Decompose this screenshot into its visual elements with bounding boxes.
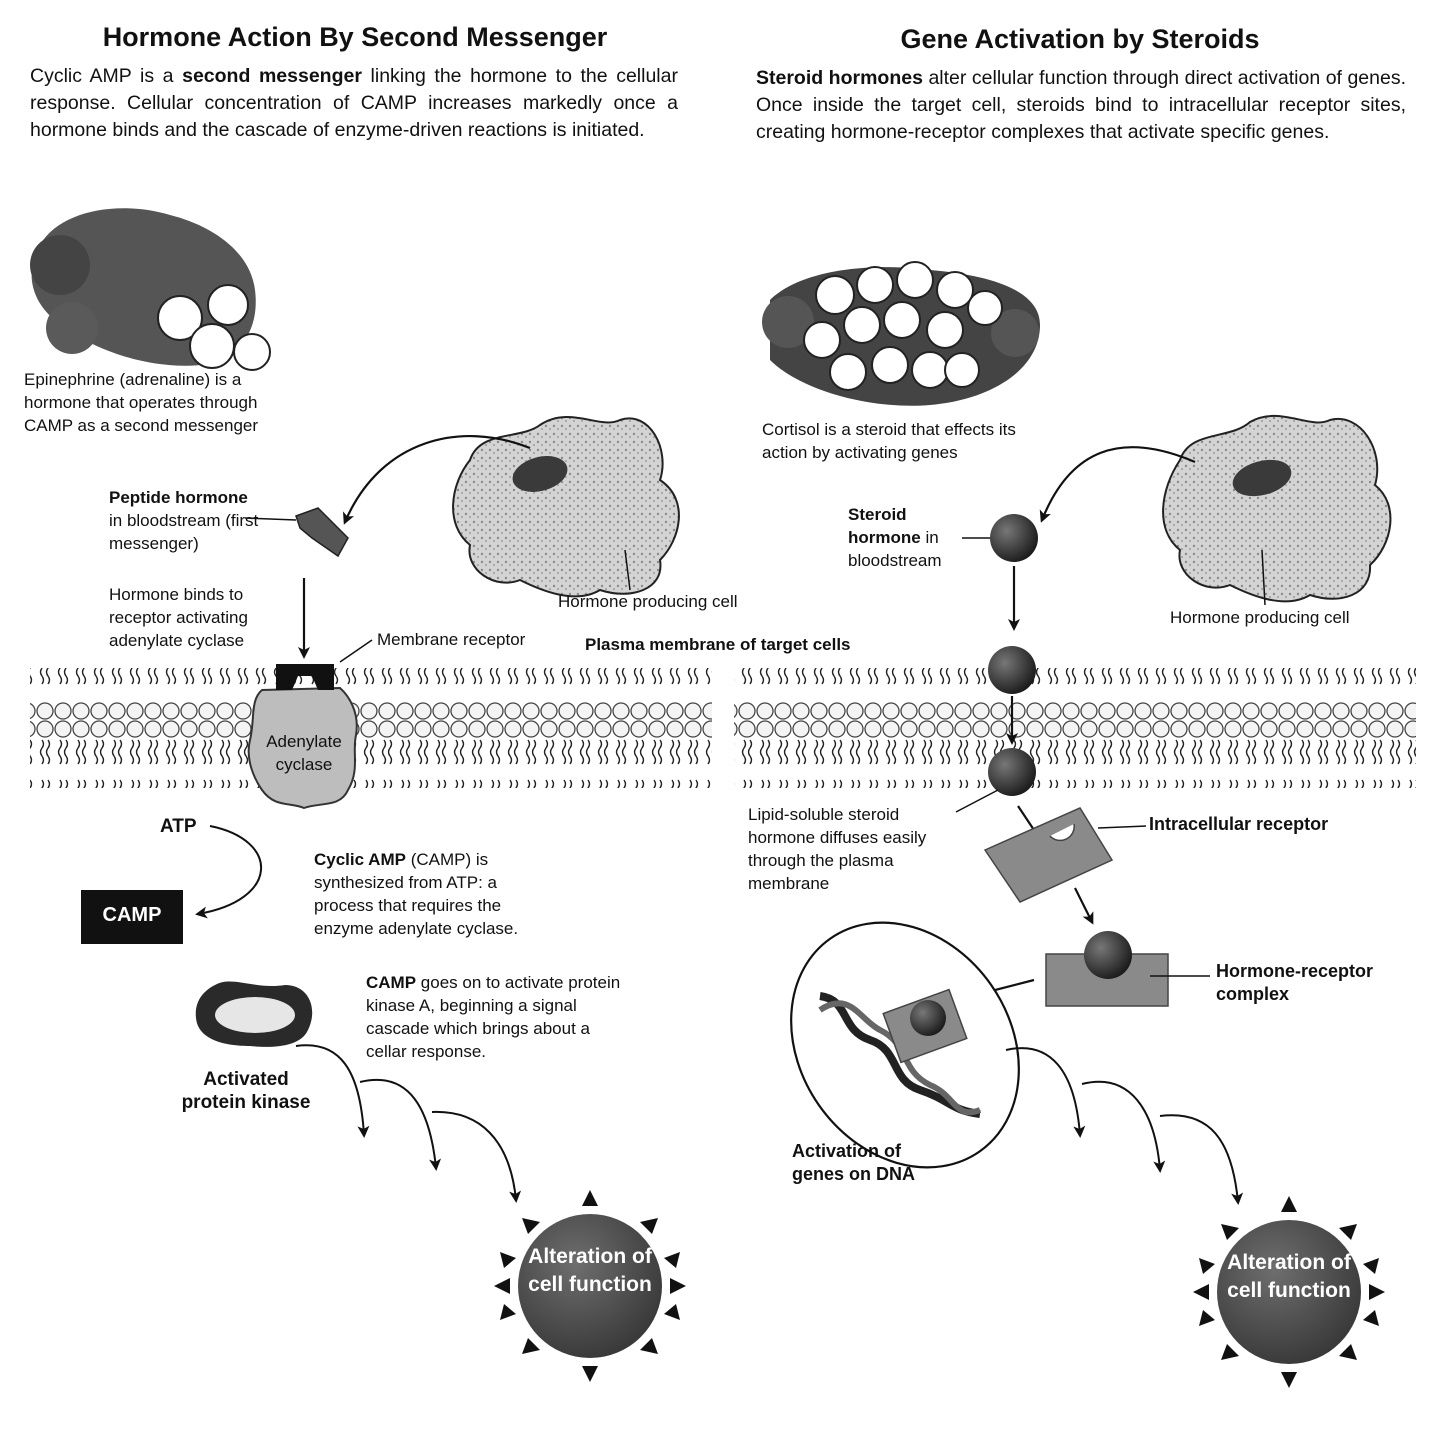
steroid-hormone-ball-3 [988, 748, 1036, 796]
left-producing-cell-label: Hormone producing cell [558, 592, 738, 611]
left-plasma-membrane [30, 668, 712, 788]
cascade-arrow-2 [359, 1079, 442, 1171]
lipid-soluble-label: Lipid-soluble steroid hormone diffuses e… [748, 805, 927, 893]
hormone-producing-cell-right-icon [1162, 414, 1392, 603]
cortisol-caption: Cortisol is a steroid that effects its a… [762, 420, 1016, 462]
adenylate-cyclase-icon [247, 686, 358, 810]
right-cascade-arrow-2 [1081, 1080, 1166, 1173]
left-intro-pre: Cyclic AMP is a [30, 65, 183, 87]
atp-to-camp-arrow [195, 825, 263, 919]
lipid-leader [955, 789, 999, 813]
right-intro: Steroid hormones alter cellular function… [756, 65, 1406, 146]
alteration-sun-left-icon [494, 1190, 686, 1382]
steroid-label: Steroid hormone in bloodstream [848, 503, 958, 572]
left-intro: Cyclic AMP is a second messenger linking… [30, 63, 678, 144]
cell-to-peptide-arrow [343, 435, 531, 525]
steroid-label-rest: in bloodstream [848, 528, 942, 570]
left-cell-leader [624, 549, 631, 591]
cell-to-steroid-arrow [1039, 446, 1196, 523]
membrane-receptor-icon [276, 664, 334, 690]
dna-nucleus-icon [790, 921, 1020, 1169]
camp-box [81, 890, 183, 944]
right-intro-post: alter cellular function through direct a… [756, 67, 1407, 143]
cyclic-amp-rest: (CAMP) is synthesized from ATP: a proces… [314, 850, 519, 938]
camp-activation-caption: CAMP goes on to activate protein kinase … [366, 971, 628, 1063]
peptide-label-bold: Peptide hormone [109, 488, 248, 507]
right-cascade-arrow-1 [1005, 1047, 1086, 1138]
right-producing-cell-label: Hormone producing cell [1170, 608, 1350, 627]
cortisol-molecule-icon [762, 261, 1040, 406]
binds-label: Hormone binds to receptor activating ade… [109, 585, 248, 650]
camp-label: CAMP [102, 904, 162, 926]
atp-label: ATP [160, 816, 197, 837]
alteration-sun-right-icon [1193, 1196, 1385, 1388]
adenylate-cyclase-label: Adenylate cyclase [266, 732, 342, 774]
right-cascade-arrow-3 [1159, 1114, 1244, 1205]
to-complex-arrow [1074, 887, 1094, 925]
peptide-leader [244, 517, 297, 521]
intracellular-leader [1097, 825, 1147, 829]
complex-label: Hormone-receptor complex [1216, 961, 1374, 1004]
plasma-membrane-label: Plasma membrane of target cells [585, 635, 851, 654]
cascade-arrow-3 [431, 1110, 522, 1203]
hormone-producing-cell-left-icon [452, 415, 680, 598]
cyclic-amp-bold: Cyclic AMP [314, 850, 406, 869]
left-title: Hormone Action By Second Messenger [102, 22, 608, 52]
right-alteration-label: Alteration of cell function [1227, 1251, 1351, 1302]
steroid-hormone-ball-1 [990, 514, 1038, 562]
left-intro-bold: second messenger [182, 65, 362, 87]
receptor-leader [339, 639, 373, 663]
cascade-arrow-1 [295, 1044, 370, 1138]
intracellular-receptor-icon [983, 807, 1114, 903]
steroid-hormone-ball-2 [988, 646, 1036, 694]
peptide-hormone-icon [295, 507, 349, 558]
kinase-label: Activated protein kinase [181, 1069, 311, 1113]
steroid-label-bold: Steroid hormone [848, 505, 921, 547]
left-intro-post: linking the hormone to the cellular resp… [30, 65, 678, 141]
genes-activation-label: Activation of genes on DNA [792, 1141, 916, 1184]
complex-hormone-ball [1084, 931, 1132, 979]
right-plasma-membrane [734, 668, 1416, 788]
camp-activation-bold: CAMP [366, 973, 417, 992]
epinephrine-molecule-icon [30, 208, 271, 371]
intracellular-receptor-label: Intracellular receptor [1149, 814, 1329, 834]
left-alteration-label: Alteration of cell function [528, 1245, 652, 1296]
cyclic-amp-caption: Cyclic AMP (CAMP) is synthesized from AT… [314, 848, 554, 940]
right-title: Gene Activation by Steroids [900, 24, 1260, 54]
right-intro-bold: Steroid hormones [756, 67, 923, 89]
right-cell-leader [1261, 549, 1266, 606]
membrane-receptor-label: Membrane receptor [377, 630, 526, 649]
peptide-label-rest: in bloodstream (first messenger) [109, 511, 259, 553]
epinephrine-caption: Epinephrine (adrenaline) is a hormone th… [24, 370, 259, 435]
camp-activation-rest: goes on to activate protein kinase A, be… [366, 973, 621, 1061]
peptide-label: Peptide hormone in bloodstream (first mes… [109, 486, 269, 555]
